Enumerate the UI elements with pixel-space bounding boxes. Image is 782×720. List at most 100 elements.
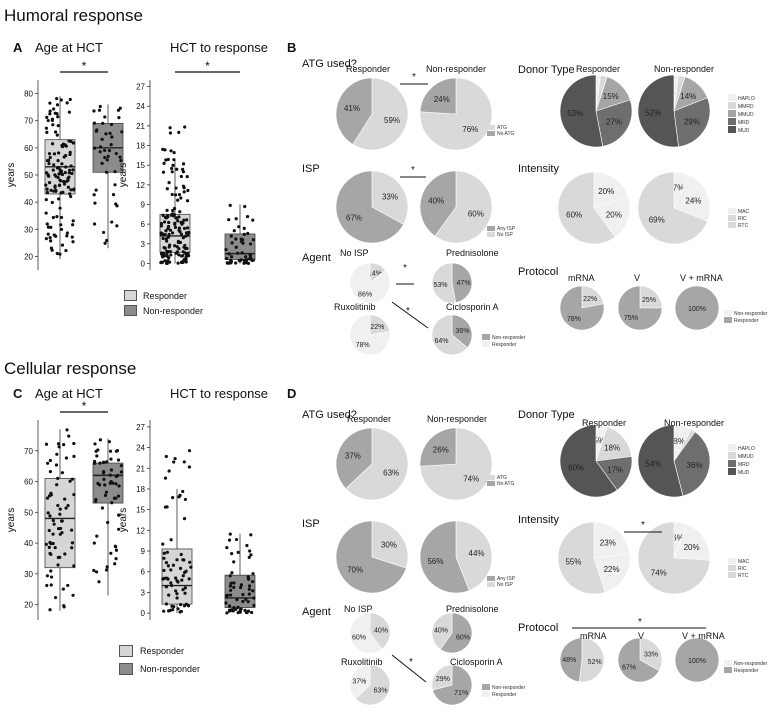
data-point [102, 148, 107, 153]
pie-slice-label: 8% [673, 437, 685, 446]
box-legend-a: Responder Non-responder [124, 288, 203, 318]
data-point [51, 215, 55, 220]
pie-protocol-mrna: 22%78% [559, 285, 605, 331]
b-atg-col-responder: Responder [346, 64, 391, 74]
data-point [225, 261, 229, 265]
data-point [67, 139, 71, 143]
data-point [171, 208, 175, 213]
data-point [181, 170, 186, 174]
data-point [62, 179, 66, 184]
pie-slice-label: 74% [463, 474, 479, 483]
pie-slice [617, 637, 660, 683]
pie-intensity-responder: 23%22%55% [557, 521, 631, 595]
pie-slice-label: 63% [383, 468, 399, 477]
data-point [176, 580, 180, 584]
data-point [179, 254, 184, 258]
data-point [251, 572, 255, 576]
legend-label: No ATG [497, 131, 515, 137]
data-point [182, 516, 187, 521]
legend-label: Responder [143, 290, 188, 301]
data-point [160, 252, 164, 256]
pie-isp-nonresponder: 60%40% [419, 170, 493, 244]
pie-slice [335, 427, 373, 490]
pie-protocol-v: 25%75% [617, 285, 663, 331]
data-point [53, 184, 57, 188]
data-point [57, 445, 61, 449]
data-point [174, 589, 178, 593]
pie-slice [371, 520, 409, 569]
pie-slice [637, 424, 684, 498]
data-point [58, 178, 62, 182]
data-point [178, 566, 183, 570]
data-point [109, 457, 113, 461]
data-point [65, 101, 69, 105]
data-point [165, 550, 169, 554]
data-point [47, 180, 52, 185]
data-point [53, 595, 58, 600]
data-point [115, 448, 120, 453]
data-point [44, 442, 49, 446]
significance-star: * [82, 399, 87, 413]
data-point [165, 187, 169, 191]
data-point [115, 224, 119, 228]
data-point [178, 230, 182, 234]
cellular-section-title: Cellular response [4, 359, 137, 378]
data-point [185, 175, 189, 179]
pie-slice [335, 170, 404, 244]
data-point [175, 250, 179, 254]
pie-slice [559, 424, 618, 498]
data-point [60, 162, 64, 166]
data-point [168, 243, 172, 247]
data-point [55, 103, 60, 107]
legend-swatch [728, 468, 736, 475]
pie-slice-label: 33% [644, 652, 658, 659]
legend-label: No ISP [497, 582, 514, 588]
legend-label: MMRD [738, 104, 754, 110]
data-point [164, 158, 168, 162]
y-tick-label: 20 [24, 601, 33, 610]
data-point [114, 545, 118, 549]
data-point [94, 129, 99, 133]
legend-label: MRD [738, 120, 750, 126]
data-point [166, 564, 170, 568]
data-point [232, 560, 236, 564]
data-point [57, 183, 62, 188]
data-point [47, 528, 51, 533]
data-point [232, 229, 236, 233]
b-protocol-name-v: V [634, 273, 641, 283]
data-point [184, 260, 188, 264]
pie-slice-label: 24% [434, 95, 450, 104]
d-atg-title: ATG used? [302, 409, 357, 421]
d-protocol-name-mrna: mRNA [580, 631, 607, 641]
data-point [59, 98, 63, 102]
data-point [161, 213, 165, 217]
data-point [163, 476, 168, 480]
data-point [68, 152, 72, 157]
data-point [177, 495, 181, 499]
data-point [179, 232, 184, 236]
data-point [71, 219, 75, 223]
d-donor-title: Donor Type [518, 409, 575, 421]
data-point [230, 255, 234, 259]
data-point [181, 588, 185, 592]
pie-slice [595, 99, 633, 147]
data-point [227, 252, 231, 256]
b-isp-title: ISP [302, 163, 320, 175]
legend-item-responder: Responder [119, 642, 200, 660]
data-point [72, 564, 76, 568]
data-point [47, 161, 51, 166]
data-point [244, 255, 248, 259]
data-point [92, 222, 97, 226]
data-point [182, 558, 186, 562]
data-point [49, 188, 53, 192]
pie-slice-label: 55% [565, 557, 581, 566]
y-tick-label: 3 [141, 588, 146, 597]
pie-donor-responder: 15%27%53% [559, 74, 633, 148]
data-point [168, 249, 173, 254]
data-point [236, 605, 240, 609]
data-point [232, 581, 236, 585]
data-point [45, 583, 49, 588]
